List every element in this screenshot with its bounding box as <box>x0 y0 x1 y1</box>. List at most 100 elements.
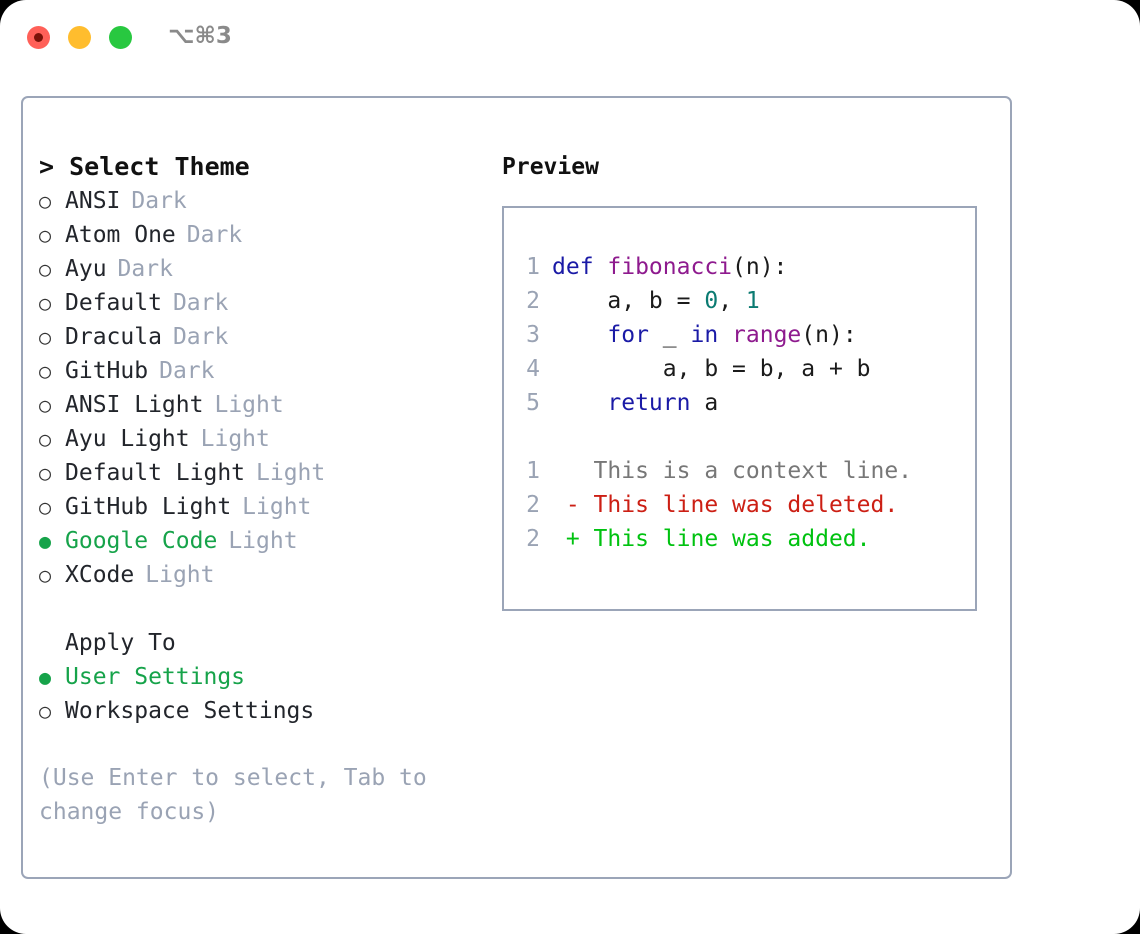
theme-name: GitHub Light <box>65 494 232 520</box>
token-kw: for <box>607 322 649 348</box>
maximize-window-icon[interactable] <box>109 26 132 49</box>
radio-unselected-icon: ○ <box>39 427 52 451</box>
line-number: 3 <box>526 322 540 348</box>
token-pl: a <box>690 390 719 416</box>
list-spacer <box>39 592 479 626</box>
theme-category-badge: Dark <box>172 290 229 316</box>
theme-name: Atom One <box>65 222 176 248</box>
radio-unselected-icon: ○ <box>39 325 52 349</box>
code-text: This is a context line. <box>552 454 913 488</box>
line-number: 1 <box>526 458 540 484</box>
token-pl: a, b = <box>552 288 705 314</box>
code-text: + This line was added. <box>552 522 871 556</box>
token-num: 1 <box>745 288 760 314</box>
line-number: 2 <box>526 288 540 314</box>
keyboard-hint-text: (Use Enter to select, Tab to change focu… <box>39 765 441 825</box>
radio-unselected-icon: ○ <box>39 189 52 213</box>
theme-name: ANSI Light <box>65 392 204 418</box>
code-line: 5 return a <box>504 386 975 420</box>
code-line: 1 def fibonacci(n): <box>504 250 975 284</box>
diff-line: 2 + This line was added. <box>504 522 975 556</box>
minimize-window-icon[interactable] <box>68 26 91 49</box>
theme-name: ANSI <box>65 188 121 214</box>
line-number: 1 <box>526 254 540 280</box>
theme-name: Default <box>65 290 162 316</box>
radio-selected-icon: ● <box>39 529 52 553</box>
diff-sample: 1 This is a context line.2 - This line w… <box>504 454 975 556</box>
radio-unselected-icon: ○ <box>39 563 52 587</box>
token-ctx: This is a context line. <box>552 458 913 484</box>
radio-selected-icon: ● <box>39 665 52 689</box>
theme-category-badge: Light <box>145 562 215 588</box>
theme-name: Ayu <box>65 256 107 282</box>
radio-unselected-icon: ○ <box>39 291 52 315</box>
theme-category-badge: Light <box>200 426 270 452</box>
code-diff-gap <box>504 420 975 454</box>
theme-category-badge: Dark <box>117 256 173 282</box>
code-line: 3 for _ in range(n): <box>504 318 975 352</box>
radio-unselected-icon: ○ <box>39 461 52 485</box>
radio-unselected-icon: ○ <box>39 223 52 247</box>
token-del: - This line was deleted. <box>552 492 899 518</box>
theme-name: Default Light <box>65 460 246 486</box>
theme-list-item[interactable]: ○ GitHub Light Light <box>39 490 479 524</box>
preview-title: Preview <box>502 154 599 180</box>
theme-list-item[interactable]: ○ Atom One Dark <box>39 218 479 252</box>
radio-unselected-icon: ○ <box>39 359 52 383</box>
title-bar: ⌥⌘3 <box>0 0 1140 78</box>
token-pl: _ <box>648 322 691 348</box>
theme-category-badge: Dark <box>172 324 229 350</box>
radio-unselected-icon: ○ <box>39 393 52 417</box>
theme-list-item[interactable]: ○ ANSI Light Light <box>39 388 479 422</box>
close-window-icon[interactable] <box>27 26 50 49</box>
theme-category-badge: Light <box>214 392 284 418</box>
code-text: def fibonacci(n): <box>552 250 787 284</box>
radio-unselected-icon: ○ <box>39 495 52 519</box>
token-fn: range <box>732 322 802 348</box>
code-line: 4 a, b = b, a + b <box>504 352 975 386</box>
token-pl: , <box>718 288 746 314</box>
line-number: 2 <box>526 526 540 552</box>
theme-name: Ayu Light <box>65 426 190 452</box>
token-pl <box>552 322 607 348</box>
token-add: + This line was added. <box>552 526 871 552</box>
token-pl <box>552 390 607 416</box>
code-text: a, b = b, a + b <box>552 352 871 386</box>
theme-category-badge: Dark <box>186 222 243 248</box>
apply-to-option[interactable]: ●User Settings <box>39 660 479 694</box>
theme-list-header: > Select Theme <box>39 152 250 181</box>
theme-list-item[interactable]: ○ Ayu Light Light <box>39 422 479 456</box>
token-kw: in <box>690 322 719 348</box>
token-kw: return <box>607 390 691 416</box>
token-kw: def <box>552 254 608 280</box>
keyboard-shortcut-label: ⌥⌘3 <box>168 23 232 49</box>
diff-line: 2 - This line was deleted. <box>504 488 975 522</box>
theme-list-item[interactable]: ○ Dracula Dark <box>39 320 479 354</box>
token-pl <box>718 322 732 348</box>
theme-name: Dracula <box>65 324 162 350</box>
theme-category-badge: Light <box>242 494 312 520</box>
code-text: - This line was deleted. <box>552 488 898 522</box>
line-number: 2 <box>526 492 540 518</box>
theme-name: Google Code <box>65 528 218 554</box>
apply-to-option[interactable]: ○Workspace Settings <box>39 694 479 728</box>
apply-to-label: Apply To <box>65 630 176 656</box>
diff-line: 1 This is a context line. <box>504 454 975 488</box>
radio-unselected-icon: ○ <box>39 699 52 723</box>
apply-to-list: ●User Settings○Workspace Settings <box>39 660 479 728</box>
theme-list-item[interactable]: ○ Default Dark <box>39 286 479 320</box>
code-text: return a <box>552 386 718 420</box>
